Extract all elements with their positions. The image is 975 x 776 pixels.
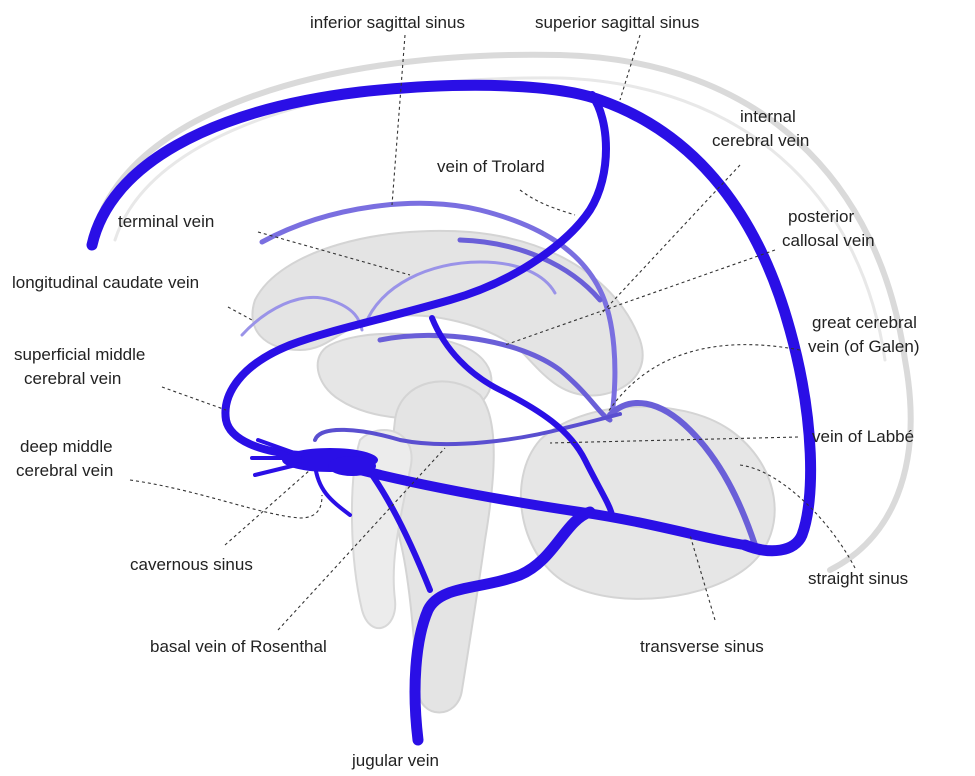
label-cavernous-sinus: cavernous sinus — [130, 555, 253, 574]
label-transverse-sinus: transverse sinus — [640, 637, 764, 656]
leader-superior-sagittal-sinus — [620, 35, 640, 100]
label-jugular-vein: jugular vein — [351, 751, 439, 770]
label-terminal-vein: terminal vein — [118, 212, 214, 231]
brainstem-shape — [392, 381, 493, 712]
label-longitudinal-caudate-vein: longitudinal caudate vein — [12, 273, 199, 292]
label-superficial-middle-cerebral-vein-line2: cerebral vein — [24, 369, 121, 388]
label-vein-of-labbe: vein of Labbé — [812, 427, 914, 446]
cavernous-sinus-body-2 — [328, 456, 376, 476]
label-great-cerebral-vein-line2: vein (of Galen) — [808, 337, 920, 356]
label-superior-sagittal-sinus: superior sagittal sinus — [535, 13, 699, 32]
label-internal-cerebral-vein-line1: internal — [740, 107, 796, 126]
label-vein-of-trolard: vein of Trolard — [437, 157, 545, 176]
label-straight-sinus: straight sinus — [808, 569, 908, 588]
label-inferior-sagittal-sinus: inferior sagittal sinus — [310, 13, 465, 32]
leader-vein-of-trolard — [520, 190, 575, 215]
label-superficial-middle-cerebral-vein-line1: superficial middle — [14, 345, 145, 364]
label-deep-middle-cerebral-vein-line2: cerebral vein — [16, 461, 113, 480]
leader-cavernous-sinus — [225, 470, 310, 545]
label-basal-vein-of-rosenthal: basal vein of Rosenthal — [150, 637, 327, 656]
leader-deep-middle-cerebral-vein — [130, 480, 322, 518]
leader-superficial-middle-cerebral-vein — [162, 387, 226, 410]
label-great-cerebral-vein-line1: great cerebral — [812, 313, 917, 332]
leader-internal-cerebral-vein — [600, 165, 740, 315]
label-deep-middle-cerebral-vein-line1: deep middle — [20, 437, 113, 456]
label-internal-cerebral-vein-line2: cerebral vein — [712, 131, 809, 150]
label-posterior-callosal-vein-line1: posterior — [788, 207, 854, 226]
brain-silhouette — [95, 55, 911, 713]
leader-longitudinal-caudate-vein — [228, 307, 252, 320]
cavernous-feeder-2 — [255, 464, 300, 475]
label-posterior-callosal-vein-line2: callosal vein — [782, 231, 875, 250]
